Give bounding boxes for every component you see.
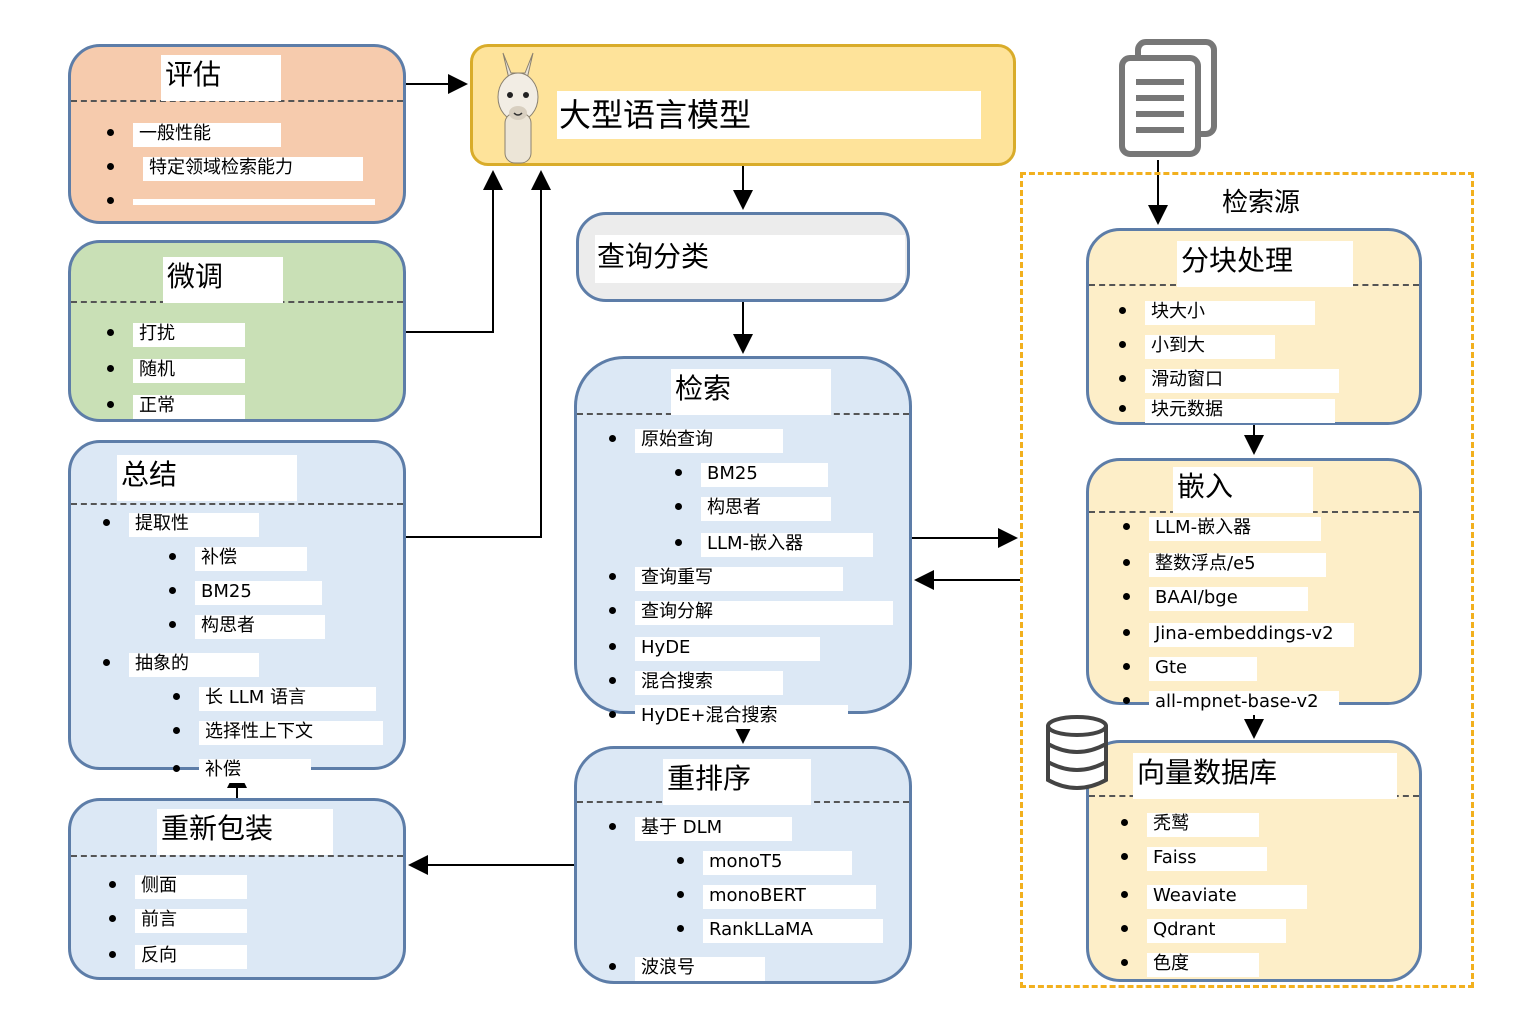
retrieval-source-region [1020,172,1474,988]
list-item: BM25 [169,581,383,605]
rerank-title: 重排序 [663,759,812,805]
rerank-box: 重排序 基于 DLM monoT5 monoBERT RankLLaMA 波浪号 [574,746,912,984]
finetune-box: 微调 打扰 随机 正常 [68,240,406,422]
summary-to-llm-arrow [406,170,551,538]
vdb-list: 秃鹫 Faiss Weaviate Qdrant 色度 [1121,813,1307,977]
eval-box: 评估 一般性能 特定领域检索能力 [68,44,406,224]
list-item: 色度 [1121,953,1307,977]
list-item: 秃鹫 [1121,813,1307,837]
retrieval-list: 原始查询 BM25 构思者 LLM-嵌入器 查询重写 查询分解 HyDE 混合搜… [609,429,893,729]
llama-icon [497,52,539,164]
list-item: monoT5 [677,851,883,875]
list-item: Jina-embeddings-v2 [1123,623,1354,647]
eval-title: 评估 [161,55,282,101]
list-item: LLM-嵌入器 [1123,517,1354,541]
list-item: 原始查询 [609,429,893,453]
repack-box: 重新包装 侧面 前言 反向 [68,798,406,980]
list-item: 补偿 [173,759,383,783]
embed-box: 嵌入 LLM-嵌入器 整数浮点/e5 BAAI/bge Jina-embeddi… [1086,458,1422,715]
database-icon [1046,715,1108,790]
list-item: 波浪号 [609,957,883,981]
list-item: Qdrant [1121,919,1307,943]
summary-title: 总结 [117,455,298,501]
list-item: 随机 [107,359,245,383]
embed-list: LLM-嵌入器 整数浮点/e5 BAAI/bge Jina-embeddings… [1123,517,1354,715]
chunk-title: 分块处理 [1177,241,1354,287]
finetune-list: 打扰 随机 正常 [107,323,245,419]
list-item: 一般性能 [107,123,375,147]
list-item: BM25 [675,463,893,487]
list-item: HyDE+混合搜索 [609,705,893,729]
query-class-box: 查询分类 [576,212,910,302]
list-item: 整数浮点/e5 [1123,553,1354,577]
list-item: 构思者 [169,615,383,639]
list-item: 正常 [107,395,245,419]
retrieval-box: 检索 原始查询 BM25 构思者 LLM-嵌入器 查询重写 查询分解 HyDE … [574,356,912,729]
list-item: 抽象的 [103,653,383,677]
list-item: 反向 [109,945,247,969]
llm-title: 大型语言模型 [557,91,981,139]
chunk-list: 块大小 小到大 滑动窗口 块元数据 [1119,301,1339,423]
embed-title: 嵌入 [1173,467,1314,513]
list-item: monoBERT [677,885,883,909]
finetune-title: 微调 [163,257,284,303]
list-item: 选择性上下文 [173,721,383,745]
list-item: HyDE [609,637,893,661]
finetune-to-llm-arrow [406,170,503,333]
list-item: 基于 DLM [609,817,883,841]
repack-list: 侧面 前言 反向 [109,875,247,969]
list-item: RankLLaMA [677,919,883,943]
list-item: LLM-嵌入器 [675,533,893,557]
list-item: 块元数据 [1119,399,1339,423]
query-class-title: 查询分类 [595,235,905,283]
summary-list: 提取性 补偿 BM25 构思者 抽象的 长 LLM 语言 选择性上下文 补偿 [103,513,383,783]
list-item: 特定领域检索能力 [107,157,375,181]
list-item: 块大小 [1119,301,1339,325]
vdb-title: 向量数据库 [1133,753,1398,799]
list-item: Gte [1123,657,1354,681]
list-item [107,191,375,209]
list-item: 混合搜索 [609,671,893,695]
list-item: 打扰 [107,323,245,347]
retrieval-source-label: 检索源 [1218,182,1305,219]
list-item: BAAI/bge [1123,587,1354,611]
list-item: 补偿 [169,547,383,571]
summary-box: 总结 提取性 补偿 BM25 构思者 抽象的 长 LLM 语言 选择性上下文 补… [68,440,406,783]
eval-list: 一般性能 特定领域检索能力 [107,123,375,209]
retrieval-title: 检索 [671,369,832,415]
list-item: 前言 [109,909,247,933]
list-item: 查询分解 [609,601,893,625]
list-item: all-mpnet-base-v2 [1123,691,1354,715]
list-item: Weaviate [1121,885,1307,909]
list-item: 构思者 [675,497,893,521]
document-stack-icon [1119,39,1217,157]
chunk-box: 分块处理 块大小 小到大 滑动窗口 块元数据 [1086,228,1422,425]
repack-title: 重新包装 [157,809,334,855]
llm-box: 大型语言模型 [470,44,1016,166]
list-item: 小到大 [1119,335,1339,359]
list-item: 长 LLM 语言 [173,687,383,711]
list-item: 查询重写 [609,567,893,591]
list-item: 侧面 [109,875,247,899]
list-item: Faiss [1121,847,1307,871]
list-item: 滑动窗口 [1119,369,1339,393]
list-item: 提取性 [103,513,383,537]
rerank-list: 基于 DLM monoT5 monoBERT RankLLaMA 波浪号 [609,817,883,981]
vdb-box: 向量数据库 秃鹫 Faiss Weaviate Qdrant 色度 [1086,740,1422,982]
